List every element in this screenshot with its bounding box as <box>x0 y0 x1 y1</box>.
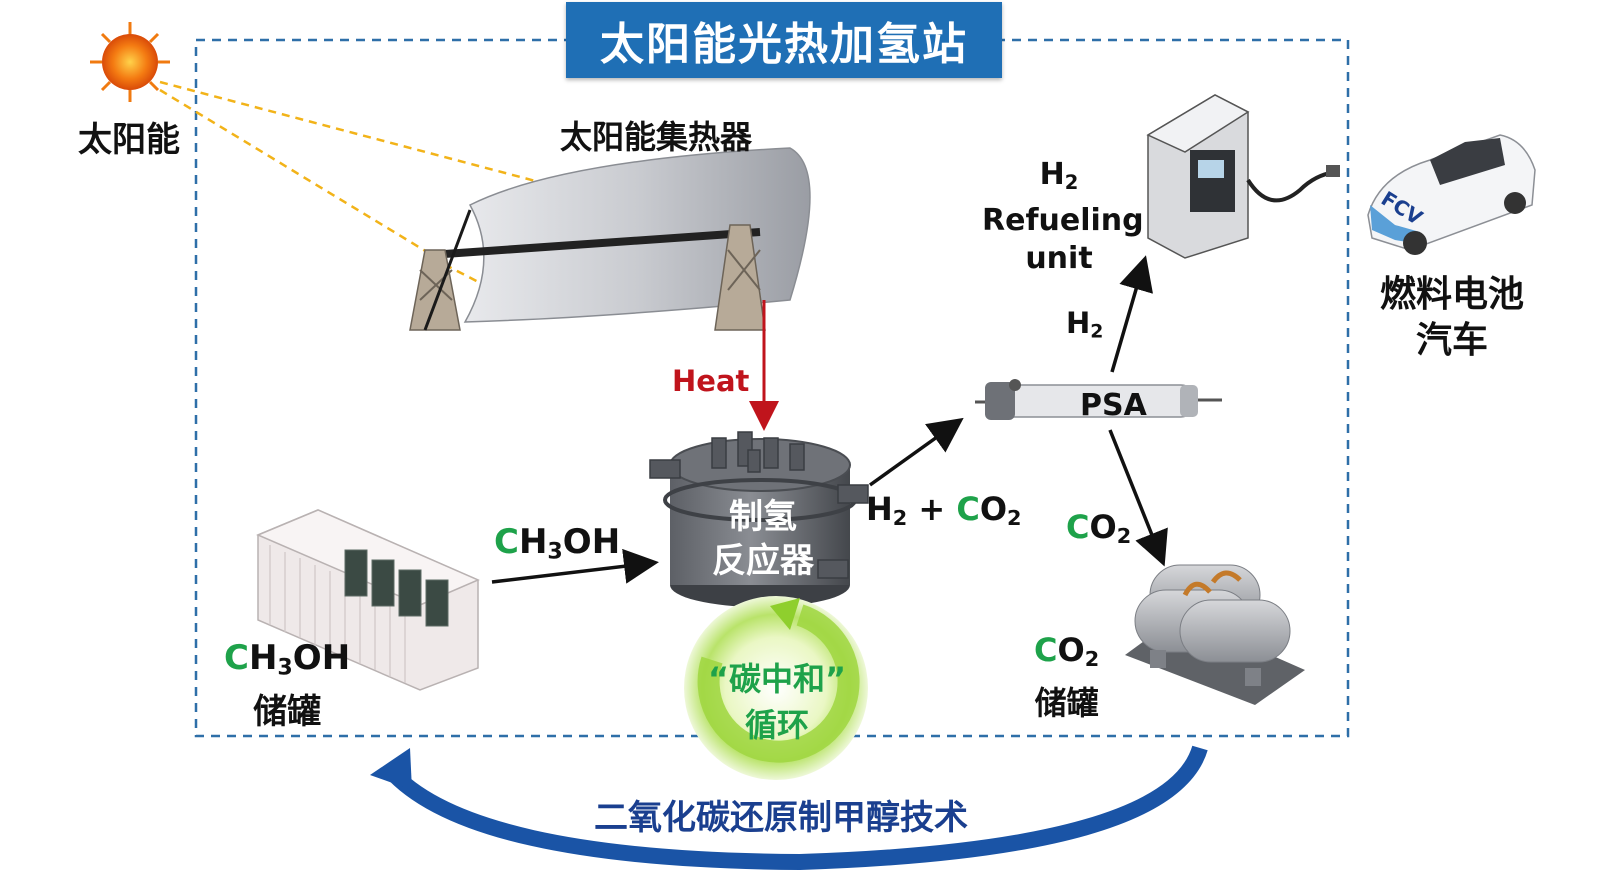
reactor-label-line2: 反应器 <box>712 541 814 581</box>
reduction-cycle-arrow <box>370 745 1208 871</box>
carbon-cycle-label: “碳中和” 循环 <box>692 656 862 748</box>
reactor-output-h: H <box>866 490 893 528</box>
sun-icon <box>90 22 170 102</box>
methanol-tank-oh: OH <box>292 638 351 678</box>
h2-flow-h: H <box>1066 306 1091 340</box>
refueling-h2: H2 <box>982 156 1136 202</box>
refueling-sub: 2 <box>1064 170 1079 194</box>
co2-tanks-icon <box>1125 564 1305 705</box>
methanol-flow-oh: OH <box>562 522 621 562</box>
refueling-pump-icon <box>1146 94 1340 259</box>
reactor-output-label: H2 + CO2 <box>866 490 1022 530</box>
sun-label: 太阳能 <box>78 120 180 160</box>
methanol-tank-h: H <box>248 638 278 678</box>
co2-tank-formula: CO2 <box>1034 628 1099 681</box>
h2-flow-label: H2 <box>1066 306 1103 343</box>
reactor-output-plus: + <box>907 490 957 528</box>
co2-tank-c: C <box>1034 631 1058 669</box>
carbon-cycle-line2: 循环 <box>744 706 809 744</box>
psa-unit-icon <box>975 379 1222 420</box>
reactor-output-o-sub: 2 <box>1007 506 1022 531</box>
fcv-label-line1: 燃料电池 <box>1379 274 1524 315</box>
co2-flow-c: C <box>1066 508 1090 546</box>
methanol-tank-formula: CH3OH <box>224 636 350 690</box>
heat-label: Heat <box>672 364 750 398</box>
methanol-flow-sub: 3 <box>547 538 563 565</box>
carbon-cycle-icon <box>684 596 868 780</box>
methanol-feed-arrow <box>491 548 659 584</box>
collector-label: 太阳能集热器 <box>560 118 753 156</box>
methanol-flow-c: C <box>494 522 519 562</box>
bottom-technology-label: 二氧化碳还原制甲醇技术 <box>594 798 968 838</box>
methanol-tank-caption: 储罐 <box>253 691 322 732</box>
methanol-flow-h: H <box>518 522 548 562</box>
reactor-label-line1: 制氢 <box>729 497 797 537</box>
refueling-label: H2 Refueling unit <box>982 156 1144 278</box>
co2-tank-caption: 储罐 <box>1034 684 1099 723</box>
carbon-cycle-line1: “碳中和” <box>707 660 847 698</box>
fcv-car-icon <box>1367 134 1536 255</box>
psa-label: PSA <box>1080 388 1147 423</box>
methanol-flow-label: CH3OH <box>494 522 620 565</box>
fcv-label: 燃料电池 汽车 <box>1378 272 1526 364</box>
reactor-output-h-sub: 2 <box>892 506 908 531</box>
methanol-storage-icon <box>256 509 480 691</box>
methanol-tank-sub: 3 <box>277 654 293 681</box>
diagram-title: 太阳能光热加氢站 <box>566 2 1002 78</box>
co2-tank-o: O <box>1057 631 1085 669</box>
h2-flow-sub: 2 <box>1090 321 1104 343</box>
reactor-label: 制氢 反应器 <box>708 495 818 583</box>
refueling-line2: Refueling <box>982 202 1144 238</box>
reactor-icon <box>649 431 869 607</box>
co2-flow-o: O <box>1089 508 1117 546</box>
solar-collector-icon <box>409 147 811 331</box>
reactor-to-psa-arrow <box>868 417 964 487</box>
methanol-tank-label: CH3OH 储罐 <box>224 636 350 734</box>
psa-to-co2-tank-arrow <box>1108 429 1168 567</box>
fcv-label-line2: 汽车 <box>1415 320 1488 361</box>
co2-tank-label: CO2 储罐 <box>1034 628 1099 725</box>
co2-flow-sub: 2 <box>1116 524 1132 549</box>
refueling-h: H <box>1039 157 1065 192</box>
reactor-output-c: C <box>956 490 980 528</box>
co2-tank-sub: 2 <box>1084 647 1100 672</box>
reactor-output-o: O <box>979 490 1008 528</box>
co2-flow-label: CO2 <box>1066 508 1131 548</box>
psa-to-refueling-arrow <box>1110 255 1153 373</box>
methanol-tank-c: C <box>224 638 249 678</box>
refueling-line3: unit <box>1025 240 1093 276</box>
